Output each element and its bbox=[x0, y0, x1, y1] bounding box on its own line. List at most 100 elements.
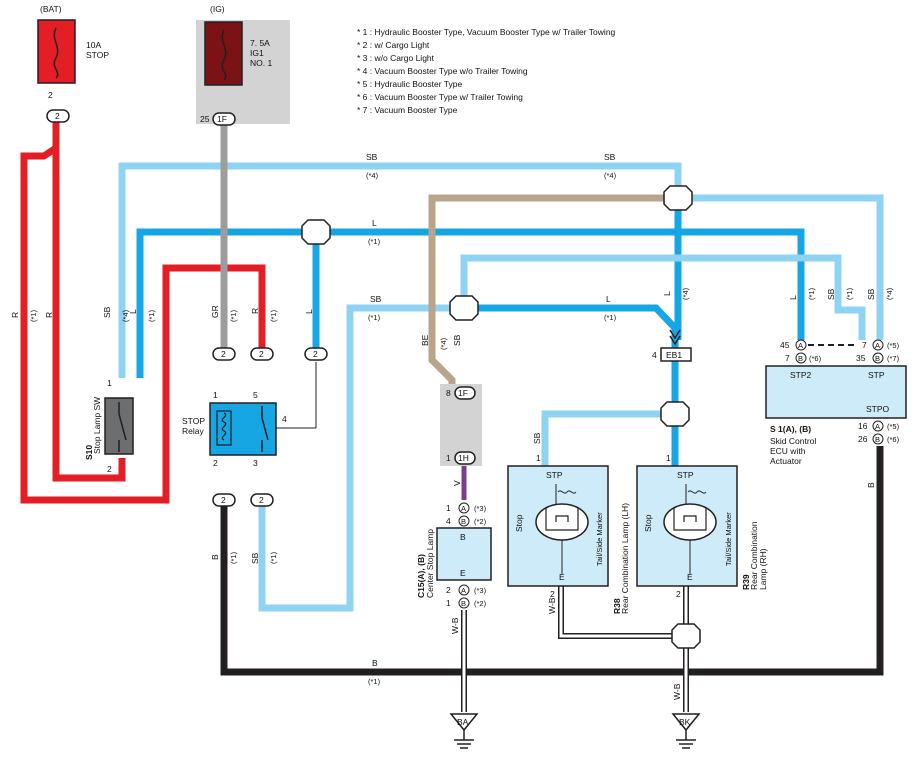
wire-be bbox=[428, 194, 678, 392]
fuse-ig: (IG) 7. 5A IG1 NO. 1 25 1F bbox=[196, 4, 290, 126]
sw-pin-top: 1 bbox=[107, 378, 112, 388]
ecu-note-r1: (*5) bbox=[887, 341, 900, 350]
note-7: * 7 : Vacuum Booster Type bbox=[357, 105, 458, 115]
label-l-2: L bbox=[606, 294, 611, 304]
sw-name: Stop Lamp SW bbox=[92, 397, 102, 454]
label-sb-2: SB bbox=[604, 152, 616, 162]
notes: * 1 : Hydraulic Booster Type, Vacuum Boo… bbox=[357, 27, 616, 115]
center-pin-top-b: 4 bbox=[446, 516, 451, 526]
note-5: * 5 : Hydraulic Booster Type bbox=[357, 79, 462, 89]
junction-conn-top: 1F bbox=[458, 388, 468, 398]
label-sb-junction: SB bbox=[452, 334, 462, 346]
ecu-circ-b2: B bbox=[875, 435, 880, 444]
center-circ-bottom-b: B bbox=[461, 599, 466, 608]
ecu-name1: Skid Control bbox=[770, 436, 816, 446]
label-l-1: L bbox=[372, 218, 377, 228]
label-r-1-note: (*1) bbox=[29, 309, 38, 322]
rh-stop: Stop bbox=[643, 514, 653, 532]
fuse-ig-name1: IG1 bbox=[250, 48, 264, 58]
label-b-ecu: B bbox=[866, 482, 876, 488]
center-circ-top-a: A bbox=[461, 504, 466, 513]
label-r-3-note: (*1) bbox=[269, 309, 278, 322]
rh-code: R39 bbox=[741, 574, 751, 590]
fuse-ig-source: (IG) bbox=[210, 4, 225, 14]
ecu-pin-l2: 7 bbox=[785, 353, 790, 363]
wire-labels: SB (*4) SB (*4) L (*1) SB (*1) L (*1) B … bbox=[10, 152, 894, 700]
label-gr-note: (*1) bbox=[229, 309, 238, 322]
ecu-stp: STP bbox=[868, 370, 885, 380]
label-l-1-note: (*1) bbox=[368, 237, 381, 246]
ecu-stpo: STPO bbox=[866, 404, 890, 414]
fuse-bat-source: (BAT) bbox=[40, 4, 62, 14]
center-note-bottom-b: (*2) bbox=[474, 599, 487, 608]
label-l-eb1: L bbox=[662, 291, 672, 296]
fuse-ig-pin: 25 bbox=[200, 114, 210, 124]
center-code: C15(A), (B) bbox=[416, 554, 426, 598]
rh-tail: Tail/Side Marker bbox=[724, 512, 733, 566]
fuse-ig-conn: 1F bbox=[217, 114, 227, 124]
relay-conn-2: 2 bbox=[259, 349, 264, 359]
center-stop-lamp: 1 A (*3) 4 B (*2) B E 2 A (*3) 1 B (*2) … bbox=[416, 502, 492, 609]
label-r-2: R bbox=[44, 312, 54, 318]
ecu-circ-r2: B bbox=[875, 354, 880, 363]
lh-tail: Tail/Side Marker bbox=[595, 512, 604, 566]
label-wb-rh: W-B bbox=[672, 683, 682, 700]
label-v: V bbox=[452, 480, 462, 486]
center-label-b: B bbox=[460, 532, 466, 542]
note-6: * 6 : Vacuum Booster Type w/ Trailer Tow… bbox=[357, 92, 523, 102]
fuse-bat-name: STOP bbox=[86, 50, 109, 60]
ground-bk-label: BK bbox=[679, 717, 691, 727]
rear-lamp-rh: 1 STP Stop Tail/Side Marker E 2 R39 Rear… bbox=[636, 453, 768, 599]
lh-stp: STP bbox=[546, 470, 563, 480]
fuse-bat-pin: 2 bbox=[48, 90, 53, 100]
ecu-circ-l2: B bbox=[798, 354, 803, 363]
label-l-ecu: L bbox=[788, 295, 798, 300]
ecu-code: S 1(A), (B) bbox=[770, 424, 811, 434]
connector-eb1: 4 EB1 bbox=[652, 329, 692, 362]
center-note-top-a: (*3) bbox=[474, 504, 487, 513]
label-be: BE bbox=[420, 334, 430, 346]
label-l-2-note: (*1) bbox=[604, 313, 617, 322]
label-sb-ecu-2: SB bbox=[866, 288, 876, 300]
relay-conn-3: 2 bbox=[313, 349, 318, 359]
relay-pin1: 1 bbox=[213, 390, 218, 400]
eb1-name: EB1 bbox=[666, 350, 682, 360]
label-l-relay: L bbox=[304, 309, 314, 314]
relay-name1: STOP bbox=[182, 416, 205, 426]
center-circ-bottom-a: A bbox=[461, 586, 466, 595]
note-1: * 1 : Hydraulic Booster Type, Vacuum Boo… bbox=[357, 27, 616, 37]
splice-sb-be bbox=[663, 185, 693, 211]
label-l-ecu-note: (*1) bbox=[807, 287, 816, 300]
rh-name2: Lamp (RH) bbox=[758, 548, 768, 590]
junction-pin-bottom: 1 bbox=[446, 453, 451, 463]
ecu-pin-r1: 7 bbox=[862, 340, 867, 350]
note-4: * 4 : Vacuum Booster Type w/o Trailer To… bbox=[357, 66, 528, 76]
fuse-bat-conn: 2 bbox=[55, 111, 60, 121]
skid-control-ecu: 45 A 7 B (*6) 7 A (*5) 35 B (*7) STP2 ST… bbox=[765, 339, 907, 466]
sw-pin-bottom: 2 bbox=[107, 464, 112, 474]
label-b-relay-note: (*1) bbox=[229, 551, 238, 564]
wire-sb-top bbox=[118, 162, 682, 378]
fuse-bat: (BAT) 10A STOP 2 2 bbox=[37, 4, 109, 123]
ground-ba-label: BA bbox=[457, 717, 469, 727]
relay-pin5: 5 bbox=[253, 390, 258, 400]
splice-wb bbox=[671, 623, 701, 649]
wire-sb-ecu bbox=[678, 194, 884, 340]
label-sb-sw-note: (*4) bbox=[121, 309, 130, 322]
stop-relay: 2 2 2 1 5 4 2 3 2 2 STOP Relay bbox=[182, 347, 328, 507]
label-sb-relay-note: (*1) bbox=[269, 551, 278, 564]
ecu-pin-r2: 35 bbox=[856, 353, 866, 363]
label-sb-ecu-1: SB bbox=[826, 288, 836, 300]
ecu-name2: ECU with bbox=[770, 446, 806, 456]
ecu-note-b1: (*5) bbox=[887, 422, 900, 431]
ecu-pin-b2: 26 bbox=[858, 434, 868, 444]
label-b-note: (*1) bbox=[368, 677, 381, 686]
relay-name2: Relay bbox=[182, 426, 204, 436]
label-b-relay: B bbox=[210, 554, 220, 560]
lh-code: R38 bbox=[612, 598, 622, 614]
note-3: * 3 : w/o Cargo Light bbox=[357, 53, 435, 63]
label-be-note: (*4) bbox=[439, 337, 448, 350]
ground-ba: BA bbox=[449, 713, 479, 749]
wire-sb-upper bbox=[460, 254, 866, 340]
